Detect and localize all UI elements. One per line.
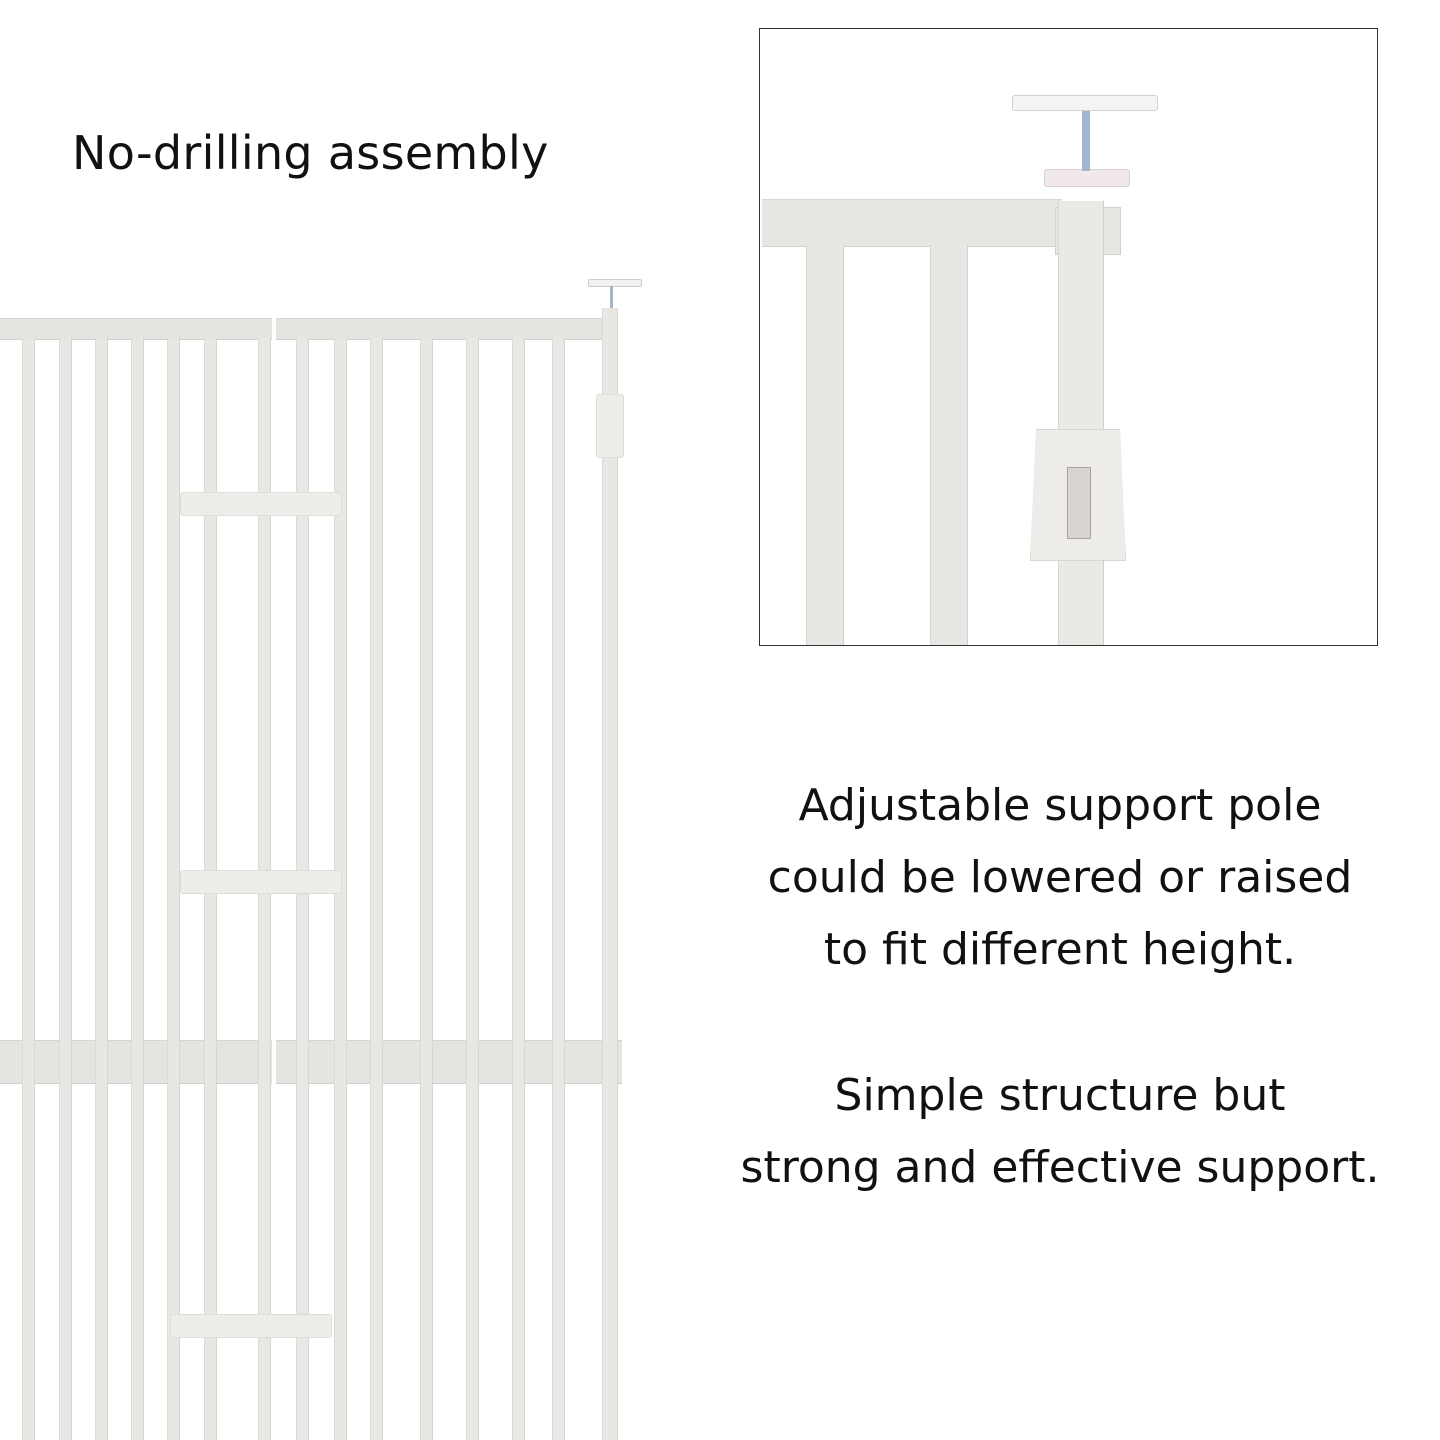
- bar: [131, 338, 144, 1440]
- bar: [370, 338, 383, 1440]
- bar: [466, 338, 479, 1440]
- bar: [95, 338, 108, 1440]
- pole-clamp: [596, 394, 624, 458]
- description-block-1: Adjustable support pole could be lowered…: [690, 770, 1430, 986]
- bar: [167, 338, 180, 1440]
- description-line: strong and effective support.: [740, 1142, 1380, 1193]
- gate-latch: [170, 1314, 332, 1338]
- screw-icon: [610, 286, 613, 308]
- bar: [59, 338, 72, 1440]
- description-block-2: Simple structure but strong and effectiv…: [690, 1060, 1430, 1204]
- pressure-pad-icon: [1012, 95, 1158, 111]
- top-rail-right: [276, 318, 616, 340]
- middle-rail-right: [276, 1040, 622, 1084]
- screw-icon: [1082, 107, 1090, 171]
- description-line: could be lowered or raised: [767, 852, 1353, 903]
- top-rail: [0, 318, 272, 340]
- inset-top-rail: [762, 199, 1062, 247]
- inset-support-pole: [1058, 201, 1104, 645]
- description-line: Adjustable support pole: [798, 780, 1322, 831]
- bar: [22, 338, 35, 1440]
- inset-bar: [930, 245, 968, 645]
- pressure-pad-icon: [588, 279, 642, 287]
- inset-bar: [806, 245, 844, 645]
- gate-illustration: [0, 0, 680, 1440]
- bar: [512, 338, 525, 1440]
- description-line: Simple structure but: [834, 1070, 1286, 1121]
- description-line: to fit different height.: [823, 924, 1297, 975]
- support-pole: [602, 308, 618, 1440]
- gate-latch: [180, 492, 342, 516]
- gate-latch: [180, 870, 342, 894]
- bar: [420, 338, 433, 1440]
- headline: No-drilling assembly: [72, 126, 549, 180]
- closeup-inset: [759, 28, 1378, 646]
- bar: [552, 338, 565, 1440]
- adjustment-knob-icon: [1044, 169, 1130, 187]
- clamp-lever-icon: [1067, 467, 1091, 539]
